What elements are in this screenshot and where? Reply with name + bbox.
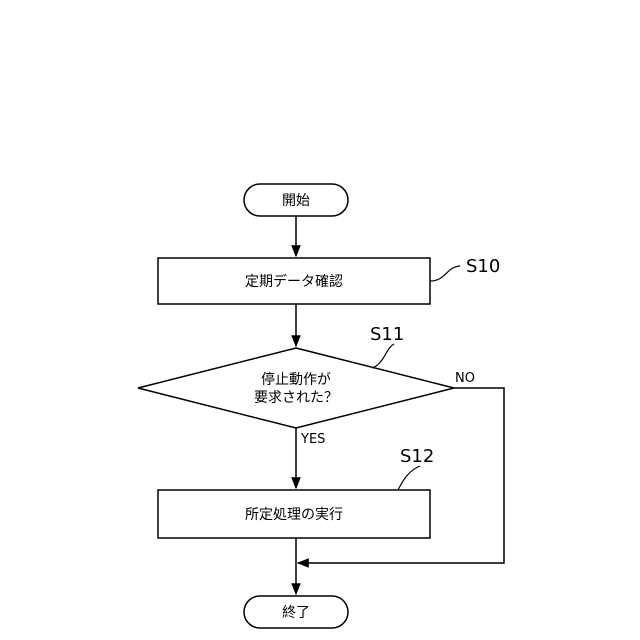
step-id-s11: S11	[370, 324, 404, 345]
end-label: 終了	[282, 605, 310, 621]
step-leader-s10	[430, 266, 460, 281]
decision-label-line1-s11: 停止動作が	[261, 371, 331, 388]
step-id-s10: S10	[466, 256, 500, 277]
yes-branch-label: YES	[300, 432, 325, 447]
decision-label-line2-s11: 要求された？	[254, 390, 338, 406]
process-label-s12: 所定処理の実行	[245, 507, 343, 523]
step-id-s12: S12	[400, 446, 434, 467]
start-label: 開始	[282, 193, 310, 209]
step-leader-s12	[398, 466, 420, 490]
step-leader-s11	[372, 344, 394, 368]
no-branch-label: NO	[455, 371, 475, 386]
decision-diamond-s11	[138, 348, 454, 428]
process-label-s10: 定期データ確認	[245, 273, 343, 290]
